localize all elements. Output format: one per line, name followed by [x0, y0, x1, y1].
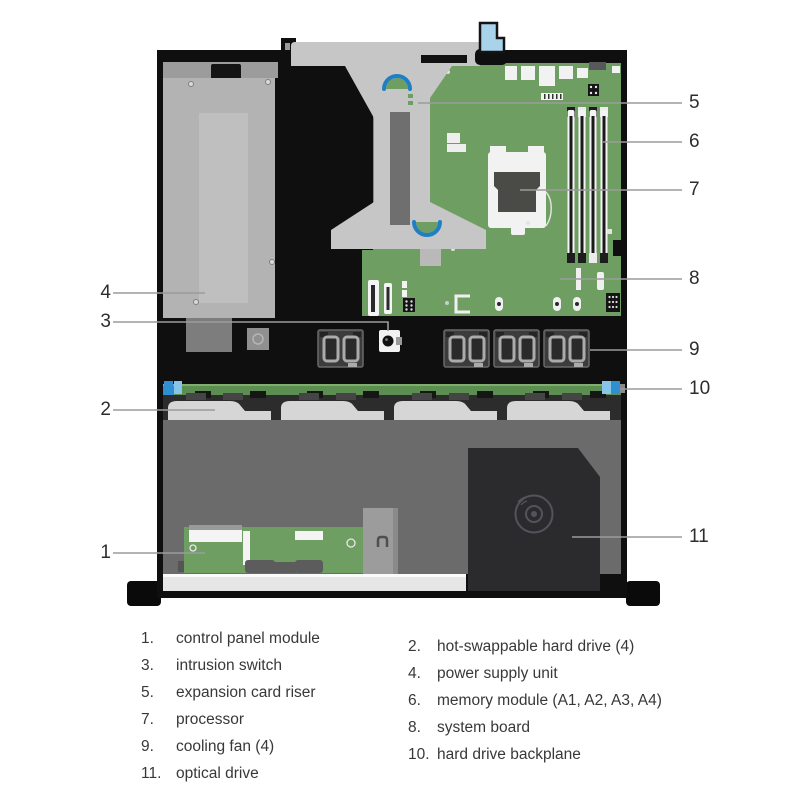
callout-number-10: 10	[689, 378, 711, 399]
power-supply-unit	[163, 62, 278, 352]
legend-label: control panel module	[176, 630, 320, 647]
edge-connector	[541, 93, 563, 100]
legend-label: expansion card riser	[176, 684, 316, 701]
rear-ports	[505, 66, 620, 86]
hard-drive	[507, 393, 610, 420]
legend-label: processor	[176, 711, 245, 728]
legend-label: system board	[437, 719, 531, 736]
legend-item-6: 6. memory module (A1, A2, A3, A4)	[408, 687, 662, 714]
riser-touch-point-top	[382, 74, 412, 91]
legend-label: memory module (A1, A2, A3, A4)	[437, 692, 662, 709]
legend-num: 5.	[141, 684, 154, 701]
legend-item-4: 4. power supply unit	[408, 660, 662, 687]
legend-item-9: 9. cooling fan (4)	[141, 733, 320, 760]
legend-item-10: 10. hard drive backplane	[408, 741, 662, 768]
server-diagram	[113, 21, 682, 606]
callout-line-3	[113, 321, 389, 331]
cooling-fans	[317, 329, 590, 368]
processor	[488, 146, 552, 235]
cooling-fan	[443, 329, 490, 368]
hard-drive	[281, 393, 384, 420]
legend-label: power supply unit	[437, 665, 558, 682]
vga-port	[589, 62, 606, 70]
legend-right-column: 2. hot-swappable hard drive (4) 4. power s…	[408, 633, 662, 768]
callout-number-11: 11	[689, 526, 709, 547]
legend-num: 1.	[141, 630, 154, 647]
cooling-fan	[493, 329, 540, 368]
control-panel-module	[178, 525, 364, 573]
legend-left-column: 1. control panel module 3. intrusion switc…	[141, 625, 320, 787]
expansion-card-riser	[291, 42, 486, 266]
header-pins	[588, 84, 599, 96]
legend-label: optical drive	[176, 765, 259, 782]
intrusion-switch	[379, 330, 402, 352]
legend-num: 7.	[141, 711, 154, 728]
center-bracket	[363, 508, 398, 574]
callout-number-9: 9	[689, 339, 700, 360]
legend-num: 4.	[408, 665, 421, 682]
legend-num: 10.	[408, 746, 430, 763]
legend-item-8: 8. system board	[408, 714, 662, 741]
legend-label: hard drive backplane	[437, 746, 581, 763]
legend-num: 9.	[141, 738, 154, 755]
legend-item-3: 3. intrusion switch	[141, 652, 320, 679]
front-bezel	[163, 574, 466, 591]
cooling-fan	[317, 329, 364, 368]
callout-number-3: 3	[100, 311, 111, 332]
callout-number-1: 1	[100, 542, 111, 563]
optical-drive	[468, 448, 600, 591]
legend-num: 3.	[141, 657, 154, 674]
legend-item-1: 1. control panel module	[141, 625, 320, 652]
rack-ears	[127, 581, 660, 606]
legend-num: 6.	[408, 692, 421, 709]
callout-number-2: 2	[100, 399, 111, 420]
legend-item-5: 5. expansion card riser	[141, 679, 320, 706]
riser-touch-point-bottom	[412, 220, 442, 237]
legend-label: cooling fan (4)	[176, 738, 275, 755]
hard-drive	[394, 393, 497, 420]
legend-label: intrusion switch	[176, 657, 282, 674]
legend-item-11: 11. optical drive	[141, 760, 320, 787]
callout-number-7: 7	[689, 179, 700, 200]
legend-num: 11.	[141, 765, 162, 782]
hard-drives	[168, 393, 610, 420]
backplane-release-clip-left	[164, 381, 182, 395]
legend-item-2: 2. hot-swappable hard drive (4)	[408, 633, 662, 660]
legend-num: 8.	[408, 719, 421, 736]
memory-module-slots	[567, 107, 608, 263]
callout-number-6: 6	[689, 131, 700, 152]
callout-number-5: 5	[689, 92, 700, 113]
optical-disc-icon	[514, 494, 554, 534]
legend-item-7: 7. processor	[141, 706, 320, 733]
callout-number-8: 8	[689, 268, 700, 289]
cooling-fan	[543, 329, 590, 368]
legend-num: 2.	[408, 638, 421, 655]
riser-release-latch	[475, 21, 507, 65]
callout-lines	[113, 102, 682, 554]
legend-label: hot-swappable hard drive (4)	[437, 638, 635, 655]
hard-drive	[168, 393, 271, 420]
callout-number-4: 4	[100, 282, 111, 303]
